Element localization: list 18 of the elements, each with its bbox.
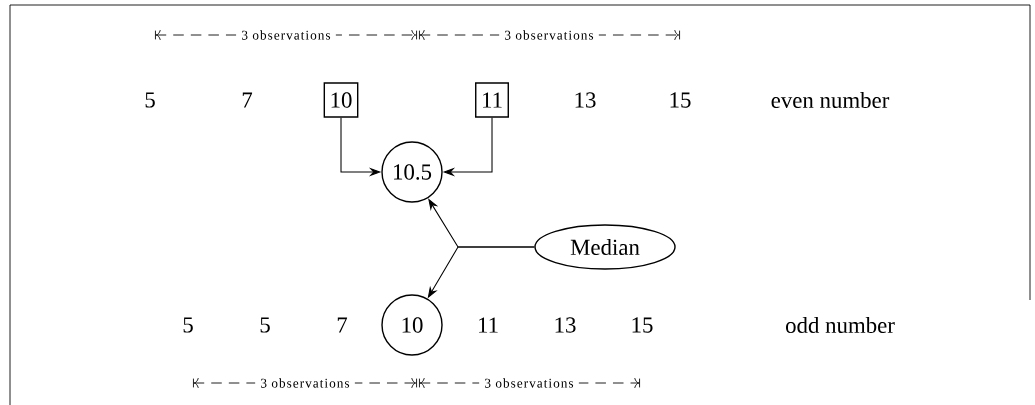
- number-label: 15: [632, 317, 653, 333]
- number-label: 5: [145, 92, 155, 108]
- number-label: 13: [575, 92, 596, 108]
- number-label: 5: [183, 317, 193, 333]
- dimension-label: 3 observations: [255, 376, 355, 390]
- number-label: 11: [479, 317, 498, 333]
- dimension-label: 3 observations: [499, 28, 599, 42]
- number-box: 10: [323, 82, 359, 118]
- number-label: 15: [670, 92, 691, 108]
- row-label: odd number: [786, 316, 895, 334]
- dimension-label: 3 observations: [236, 28, 336, 42]
- row-label: even number: [771, 91, 890, 109]
- number-label: 13: [555, 317, 576, 333]
- number-label: 5: [260, 317, 270, 333]
- number-label: 7: [337, 317, 348, 333]
- number-label: 7: [242, 92, 253, 108]
- dimension-label: 3 observations: [479, 376, 579, 390]
- number-box: 11: [475, 82, 509, 118]
